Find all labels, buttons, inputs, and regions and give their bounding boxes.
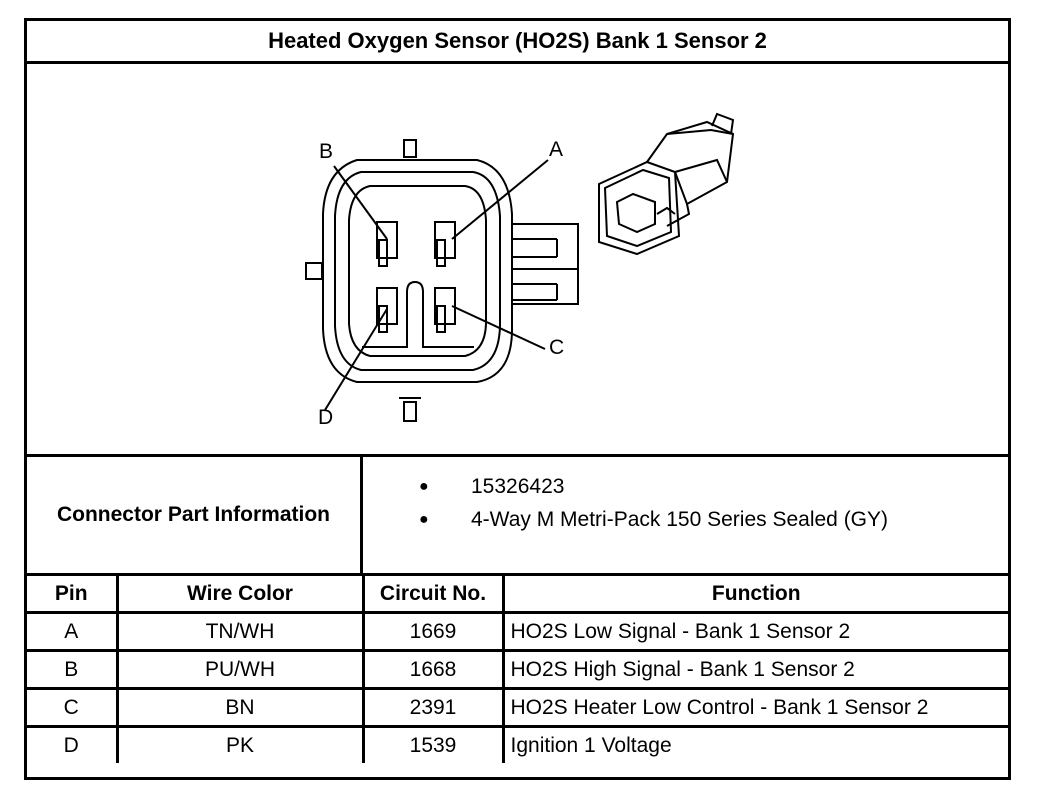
connector-part-info: Connector Part Information ● 15326423 ● 4-… xyxy=(27,457,1008,576)
cell-function: HO2S High Signal - Bank 1 Sensor 2 xyxy=(501,649,1008,690)
table-header-row: Pin Wire Color Circuit No. Function xyxy=(27,576,1008,614)
pin-cavity-b xyxy=(376,221,398,267)
bottom-latch xyxy=(403,401,417,422)
cell-wire-color: PU/WH xyxy=(115,649,365,690)
center-slot xyxy=(362,280,474,348)
column-header-circuit: Circuit No. xyxy=(361,576,505,614)
column-header-pin: Pin xyxy=(27,576,119,614)
side-housing xyxy=(511,223,579,305)
leader-line-d xyxy=(324,308,388,411)
list-item: ● 4-Way M Metri-Pack 150 Series Sealed (G… xyxy=(419,503,888,536)
leader-line-b xyxy=(333,165,388,240)
cell-wire-color: PK xyxy=(115,725,365,763)
connector-diagram: B A C D xyxy=(27,64,1008,457)
cell-pin: D xyxy=(27,725,119,763)
mating-connector-icon xyxy=(598,112,735,256)
page-title: Heated Oxygen Sensor (HO2S) Bank 1 Senso… xyxy=(27,21,1008,64)
cell-wire-color: TN/WH xyxy=(115,611,365,652)
cell-function: Ignition 1 Voltage xyxy=(501,725,1008,763)
table-row: C BN 2391 HO2S Heater Low Control - Bank… xyxy=(27,687,1008,728)
pin-cavity-c xyxy=(434,287,456,333)
column-header-function: Function xyxy=(501,576,1008,614)
pin-table: Pin Wire Color Circuit No. Function A TN… xyxy=(27,576,1008,763)
cell-circuit: 1669 xyxy=(361,611,505,652)
bullet-icon: ● xyxy=(419,478,429,495)
cell-function: HO2S Heater Low Control - Bank 1 Sensor … xyxy=(501,687,1008,728)
leader-line-c xyxy=(451,305,546,350)
connector-face-drawing: B A C D xyxy=(305,112,735,429)
table-row: D PK 1539 Ignition 1 Voltage xyxy=(27,725,1008,763)
cell-circuit: 1668 xyxy=(361,649,505,690)
cell-pin: C xyxy=(27,687,119,728)
leader-line-a xyxy=(451,159,549,240)
cell-circuit: 1539 xyxy=(361,725,505,763)
top-latch xyxy=(403,139,417,158)
pin-label-a: A xyxy=(549,138,563,161)
cell-pin: A xyxy=(27,611,119,652)
connector-face xyxy=(348,185,487,357)
list-item: ● 15326423 xyxy=(419,470,888,503)
pin-cavity-a xyxy=(434,221,456,267)
table-row: A TN/WH 1669 HO2S Low Signal - Bank 1 Se… xyxy=(27,611,1008,652)
pin-label-b: B xyxy=(319,140,333,163)
connector-description: 4-Way M Metri-Pack 150 Series Sealed (GY… xyxy=(471,508,889,531)
side-housing-ribs xyxy=(512,238,578,301)
connector-outer-shell xyxy=(322,159,513,383)
left-key xyxy=(305,262,323,280)
connector-sheet: Heated Oxygen Sensor (HO2S) Bank 1 Senso… xyxy=(24,18,1011,780)
cell-function: HO2S Low Signal - Bank 1 Sensor 2 xyxy=(501,611,1008,652)
connector-info-list: ● 15326423 ● 4-Way M Metri-Pack 150 Series… xyxy=(419,470,888,536)
connector-info-label: Connector Part Information xyxy=(27,457,363,573)
column-header-wire-color: Wire Color xyxy=(115,576,365,614)
cell-wire-color: BN xyxy=(115,687,365,728)
pin-cavity-d xyxy=(376,287,398,333)
connector-inner-ring xyxy=(334,171,501,371)
bullet-icon: ● xyxy=(419,511,429,528)
part-number: 15326423 xyxy=(471,475,565,498)
pin-label-c: C xyxy=(549,336,564,359)
cell-circuit: 2391 xyxy=(361,687,505,728)
cell-pin: B xyxy=(27,649,119,690)
table-row: B PU/WH 1668 HO2S High Signal - Bank 1 S… xyxy=(27,649,1008,690)
pin-label-d: D xyxy=(318,406,333,429)
